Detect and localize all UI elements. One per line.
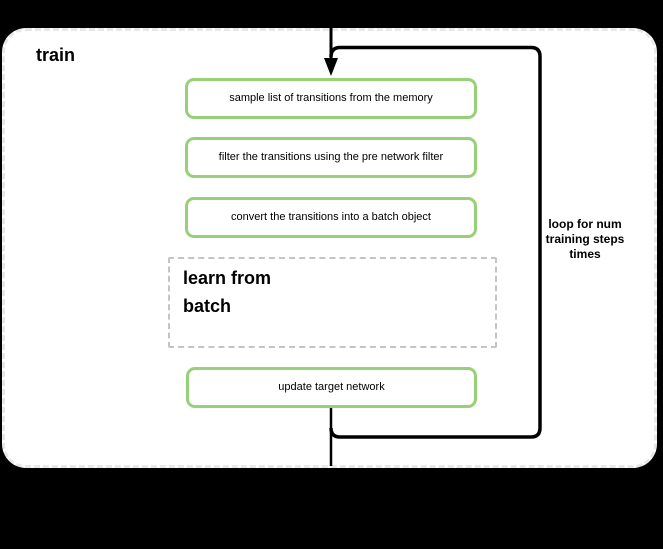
step-filter-transitions: filter the transitions using the pre net… <box>185 137 477 178</box>
step-sample-transitions: sample list of transitions from the memo… <box>185 78 477 119</box>
loop-annotation: loop for num training steps times <box>545 217 625 261</box>
step-learn-from-batch: learn from batch <box>168 257 497 348</box>
container-title: train <box>36 45 76 65</box>
step-update-target-network: update target network <box>186 367 477 408</box>
step-convert-to-batch: convert the transitions into a batch obj… <box>185 197 477 238</box>
